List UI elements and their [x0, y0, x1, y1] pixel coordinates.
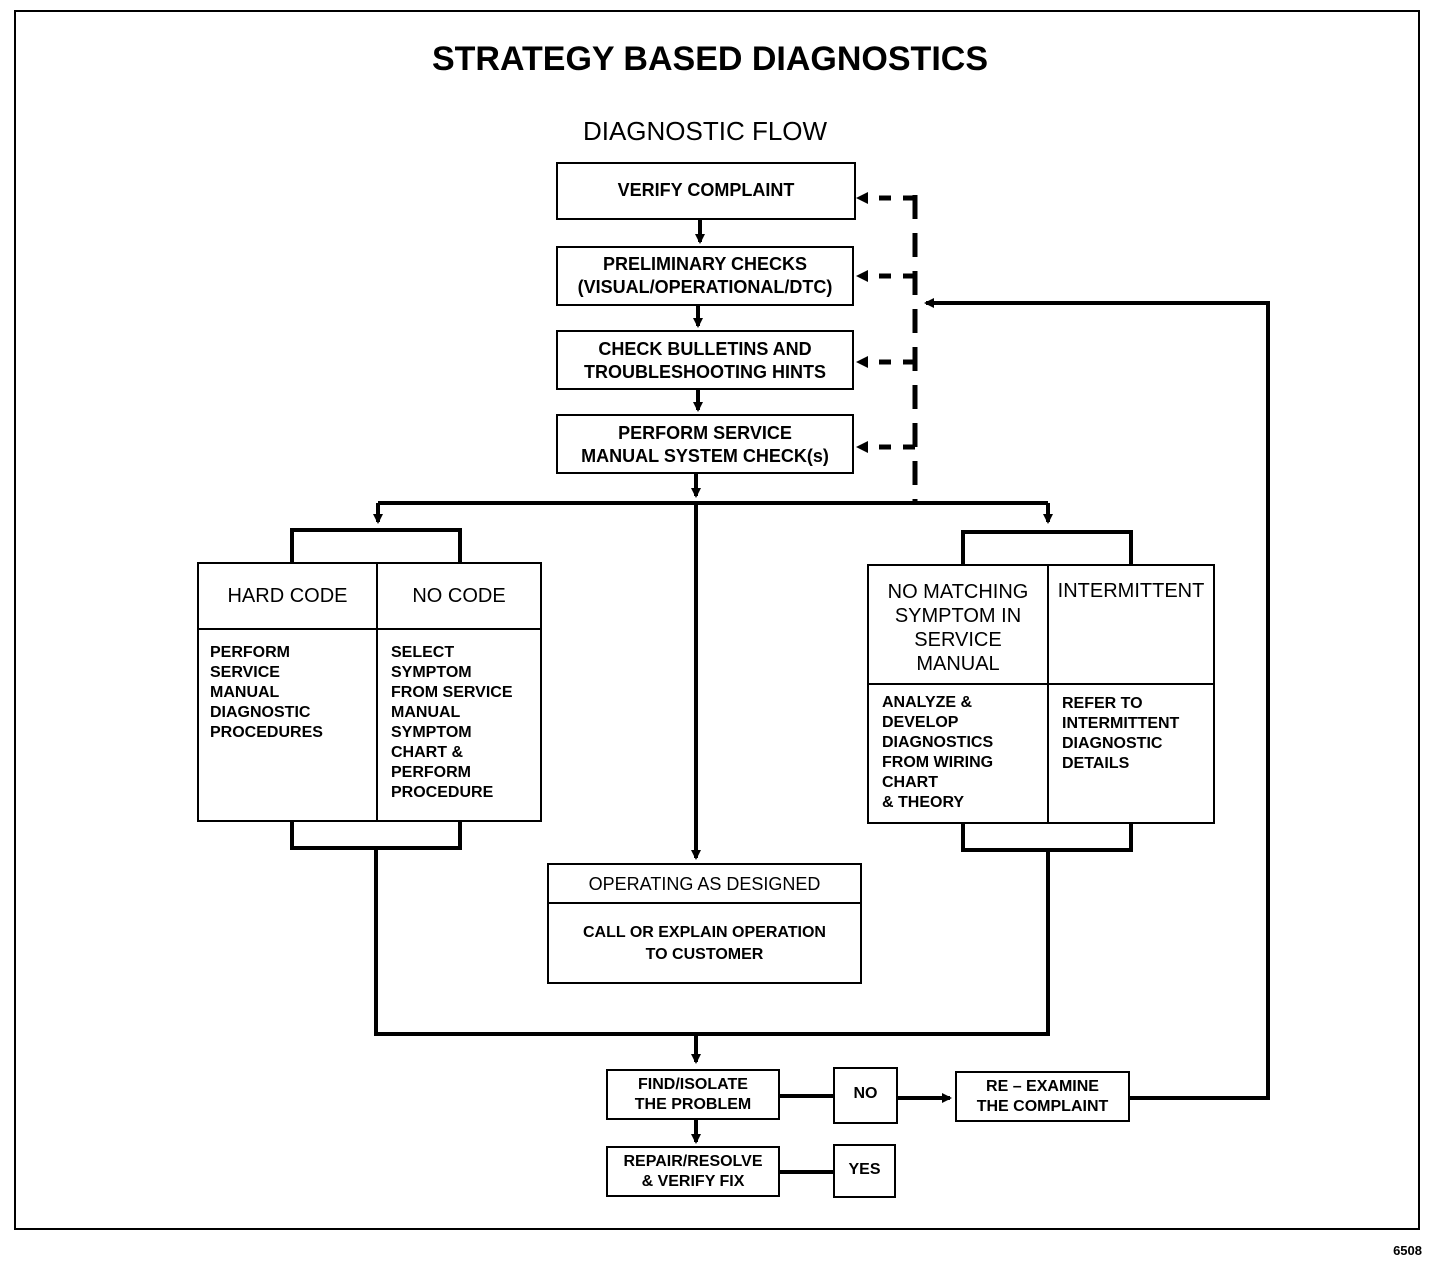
yes-label: YES — [848, 1161, 881, 1178]
left-bracket-bottom — [290, 822, 462, 850]
right-group-header-line — [867, 683, 1215, 685]
dashed-arrowhead-verify — [856, 192, 868, 204]
reexamine-label: RE – EXAMINE THE COMPLAINT — [976, 1078, 1109, 1115]
intermittent-body: REFER TO INTERMITTENT DIAGNOSTIC DETAILS — [1062, 695, 1180, 772]
hard-code-body: PERFORM SERVICE MANUAL DIAGNOSTIC PROCED… — [210, 644, 323, 741]
preliminary-checks-label: PRELIMINARY CHECKS (VISUAL/OPERATIONAL/D… — [577, 254, 833, 297]
find-isolate-label: FIND/ISOLATE THE PROBLEM — [634, 1076, 752, 1113]
no-code-header: NO CODE — [412, 585, 506, 607]
right-group-divider — [1047, 564, 1049, 824]
yes-box — [833, 1144, 896, 1198]
check-bulletins-label: CHECK BULLETINS AND TROUBLESHOOTING HINT… — [584, 339, 826, 382]
no-matching-symptom-body: ANALYZE & DEVELOP DIAGNOSTICS FROM WIRIN… — [882, 694, 994, 811]
left-bracket-top — [290, 528, 462, 562]
no-code-body: SELECT SYMPTOM FROM SERVICE MANUAL SYMPT… — [391, 644, 513, 801]
dashed-arrowhead-bulletins — [856, 356, 868, 368]
right-bracket-bottom — [961, 824, 1133, 852]
left-group-box — [197, 562, 542, 822]
verify-complaint-box — [556, 162, 856, 220]
system-check-label: PERFORM SERVICE MANUAL SYSTEM CHECK(s) — [581, 423, 829, 466]
repair-box — [606, 1146, 780, 1197]
system-check-box — [556, 414, 854, 474]
operating-box — [547, 863, 862, 984]
preliminary-checks-box — [556, 246, 854, 306]
right-group-box — [867, 564, 1215, 824]
diagram-subtitle: DIAGNOSTIC FLOW — [582, 116, 828, 146]
hard-code-header: HARD CODE — [227, 585, 348, 607]
repair-label: REPAIR/RESOLVE & VERIFY FIX — [623, 1153, 763, 1190]
left-group-divider — [376, 562, 378, 822]
operating-header-line — [547, 902, 862, 904]
return-loop — [374, 848, 1050, 1036]
dashed-arrowhead-prelim — [856, 270, 868, 282]
no-box — [833, 1067, 898, 1124]
diagram-frame — [14, 10, 1420, 1230]
reexamine-return — [932, 301, 1270, 1100]
intermittent-header: INTERMITTENT — [1057, 580, 1205, 602]
operating-header: OPERATING AS DESIGNED — [588, 874, 821, 894]
reexamine-box — [955, 1071, 1130, 1122]
operating-body: CALL OR EXPLAIN OPERATION TO CUSTOMER — [583, 924, 826, 963]
left-group-header-line — [197, 628, 542, 630]
figure-number: 6508 — [1393, 1243, 1422, 1258]
no-matching-symptom-header: NO MATCHING SYMPTOM IN SERVICE MANUAL — [887, 581, 1029, 675]
no-label: NO — [853, 1085, 878, 1102]
right-bracket-top — [961, 530, 1133, 564]
verify-complaint-label: VERIFY COMPLAINT — [617, 180, 795, 200]
dashed-arrowhead-system — [856, 441, 868, 453]
find-isolate-box — [606, 1069, 780, 1120]
diagram-title: STRATEGY BASED DIAGNOSTICS — [431, 40, 989, 78]
check-bulletins-box — [556, 330, 854, 390]
